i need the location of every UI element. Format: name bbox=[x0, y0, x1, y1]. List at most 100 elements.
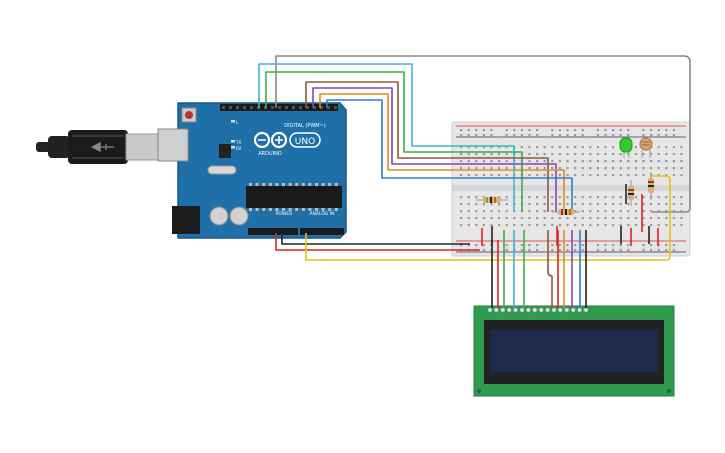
breadboard-hole bbox=[604, 160, 607, 163]
arduino-logo bbox=[253, 131, 288, 149]
breadboard-hole bbox=[490, 153, 493, 156]
breadboard-hole bbox=[574, 196, 577, 199]
breadboard-hole bbox=[627, 203, 630, 206]
breadboard-hole bbox=[551, 160, 554, 163]
breadboard-hole bbox=[467, 196, 470, 199]
breadboard-hole bbox=[612, 160, 615, 163]
breadboard-hole bbox=[642, 134, 645, 137]
breadboard-hole bbox=[528, 203, 531, 206]
chip-pin bbox=[334, 208, 338, 211]
breadboard-hole bbox=[460, 244, 463, 247]
header-pin bbox=[285, 106, 288, 109]
breadboard-hole bbox=[665, 129, 668, 132]
chip-pin bbox=[249, 183, 252, 186]
breadboard-hole bbox=[467, 174, 470, 177]
breadboard-hole bbox=[581, 249, 584, 252]
reset-button-cap[interactable] bbox=[185, 111, 193, 119]
chip-pin bbox=[315, 183, 318, 186]
breadboard-hole bbox=[513, 129, 516, 132]
breadboard-hole bbox=[604, 203, 607, 206]
breadboard-hole bbox=[460, 167, 463, 170]
breadboard-hole bbox=[619, 160, 622, 163]
breadboard-hole bbox=[619, 134, 622, 137]
breadboard-hole bbox=[482, 146, 485, 149]
breadboard-hole bbox=[482, 210, 485, 213]
l-led bbox=[231, 120, 235, 123]
resistor-1 bbox=[476, 197, 508, 203]
breadboard-hole bbox=[551, 210, 554, 213]
breadboard-hole bbox=[566, 217, 569, 220]
breadboard-hole bbox=[490, 174, 493, 177]
resistor-2 bbox=[552, 209, 580, 215]
breadboard-hole bbox=[627, 249, 630, 252]
breadboard-hole bbox=[627, 134, 630, 137]
breadboard-hole bbox=[604, 146, 607, 149]
breadboard-hole bbox=[642, 203, 645, 206]
breadboard-hole bbox=[490, 146, 493, 149]
breadboard-hole bbox=[543, 146, 546, 149]
breadboard-hole bbox=[528, 174, 531, 177]
breadboard-hole bbox=[665, 153, 668, 156]
breadboard-hole bbox=[498, 167, 501, 170]
breadboard-hole bbox=[642, 244, 645, 247]
breadboard-hole bbox=[596, 203, 599, 206]
chip-pin bbox=[295, 183, 299, 186]
breadboard-hole bbox=[650, 203, 653, 206]
breadboard-hole bbox=[536, 174, 539, 177]
breadboard-hole bbox=[528, 244, 531, 247]
breadboard-hole bbox=[566, 153, 569, 156]
breadboard-hole bbox=[634, 167, 637, 170]
breadboard-hole bbox=[604, 174, 607, 177]
breadboard-hole bbox=[551, 196, 554, 199]
breadboard-hole bbox=[596, 167, 599, 170]
breadboard-hole bbox=[460, 210, 463, 213]
chip-pin bbox=[328, 208, 332, 211]
breadboard-hole bbox=[642, 160, 645, 163]
breadboard-hole bbox=[536, 249, 539, 252]
breadboard-hole bbox=[612, 210, 615, 213]
breadboard-hole bbox=[612, 153, 615, 156]
breadboard-hole bbox=[642, 249, 645, 252]
breadboard-hole bbox=[490, 134, 493, 137]
breadboard-hole bbox=[619, 210, 622, 213]
breadboard-hole bbox=[505, 174, 508, 177]
header-pin bbox=[334, 106, 337, 109]
breadboard-hole bbox=[467, 146, 470, 149]
uno-badge bbox=[289, 132, 321, 148]
breadboard-hole bbox=[581, 146, 584, 149]
breadboard-hole bbox=[634, 153, 637, 156]
breadboard-hole bbox=[650, 134, 653, 137]
breadboard-hole bbox=[551, 153, 554, 156]
breadboard-hole bbox=[460, 146, 463, 149]
breadboard-hole bbox=[657, 217, 660, 220]
breadboard-hole bbox=[551, 203, 554, 206]
breadboard-hole bbox=[665, 167, 668, 170]
breadboard-hole bbox=[589, 160, 592, 163]
breadboard-hole bbox=[536, 153, 539, 156]
breadboard-hole bbox=[665, 134, 668, 137]
breadboard-hole bbox=[581, 160, 584, 163]
breadboard-hole bbox=[672, 174, 675, 177]
header-pin bbox=[278, 106, 281, 109]
breadboard-hole bbox=[657, 203, 660, 206]
breadboard-hole bbox=[460, 196, 463, 199]
breadboard-hole bbox=[566, 129, 569, 132]
breadboard-hole bbox=[551, 134, 554, 137]
breadboard-hole bbox=[498, 160, 501, 163]
breadboard-hole bbox=[650, 217, 653, 220]
breadboard-hole bbox=[467, 167, 470, 170]
breadboard-hole bbox=[543, 210, 546, 213]
breadboard-hole bbox=[482, 249, 485, 252]
wire-purple bbox=[312, 87, 557, 212]
breadboard-hole bbox=[581, 196, 584, 199]
lcd-pin bbox=[487, 307, 493, 313]
chip-pin bbox=[249, 208, 252, 211]
breadboard-hole bbox=[612, 146, 615, 149]
breadboard-hole bbox=[627, 224, 630, 227]
header-pin bbox=[229, 106, 232, 109]
wire-gray bbox=[275, 55, 691, 213]
uno-text: UNO bbox=[295, 137, 315, 147]
breadboard-hole bbox=[566, 167, 569, 170]
breadboard-hole bbox=[627, 167, 630, 170]
